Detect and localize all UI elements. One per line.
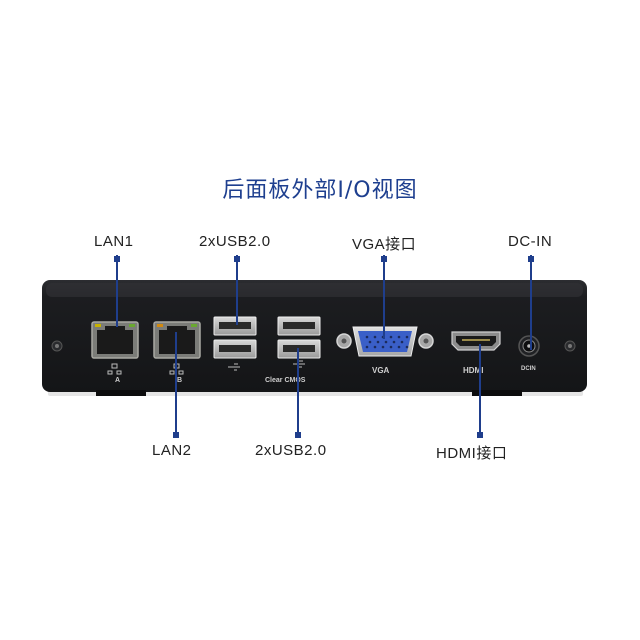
leader-usb-bottom xyxy=(297,348,299,438)
diagram-title: 后面板外部I/O视图 xyxy=(222,178,418,203)
panel-label-vga: VGA xyxy=(372,366,390,375)
leader-lan2 xyxy=(175,332,177,438)
chassis-foot-right xyxy=(472,390,522,396)
lan2-port xyxy=(153,321,201,359)
panel-label-hdmi: HDMI xyxy=(463,366,484,375)
usb-port-4 xyxy=(277,339,321,359)
callout-hdmi: HDMI接口 xyxy=(436,445,508,462)
panel-label-lan-b: B xyxy=(177,377,183,384)
usb-port-3 xyxy=(277,316,321,336)
panel-label-clear-cmos: Clear CMOS xyxy=(265,377,306,384)
leader-hdmi-end xyxy=(477,432,483,438)
callout-lan2: LAN2 xyxy=(152,442,192,459)
leader-lan2-end xyxy=(173,432,179,438)
leader-vga-end xyxy=(381,256,387,262)
leader-dcin xyxy=(530,255,532,350)
leader-lan1-end xyxy=(114,256,120,262)
callout-usb-top: 2xUSB2.0 xyxy=(199,233,271,250)
callout-dcin: DC-IN xyxy=(508,233,553,250)
usb-port-1 xyxy=(213,316,257,336)
device-rear-panel xyxy=(42,280,587,396)
leader-lan1 xyxy=(116,255,118,327)
leader-vga xyxy=(383,255,385,339)
usb-port-2 xyxy=(213,339,257,359)
usb-icon-1 xyxy=(228,363,240,371)
callout-usb-bottom: 2xUSB2.0 xyxy=(255,442,327,459)
callout-vga: VGA接口 xyxy=(352,236,417,253)
callout-lan1: LAN1 xyxy=(94,233,134,250)
panel-label-lan-a: A xyxy=(115,377,121,384)
chassis-foot-left xyxy=(96,390,146,396)
leader-dcin-end xyxy=(528,256,534,262)
panel-label-dc: DCIN xyxy=(521,366,536,372)
leader-usb-top xyxy=(236,255,238,325)
leader-hdmi xyxy=(479,344,481,438)
vga-port xyxy=(336,326,434,357)
dc-in-port xyxy=(518,335,540,357)
leader-usb-top-end xyxy=(234,256,240,262)
lan1-port xyxy=(91,321,139,359)
leader-usb-bottom-end xyxy=(295,432,301,438)
usb-icon-2 xyxy=(293,360,305,368)
hdmi-port xyxy=(451,331,501,351)
network-icon-a xyxy=(107,363,122,375)
